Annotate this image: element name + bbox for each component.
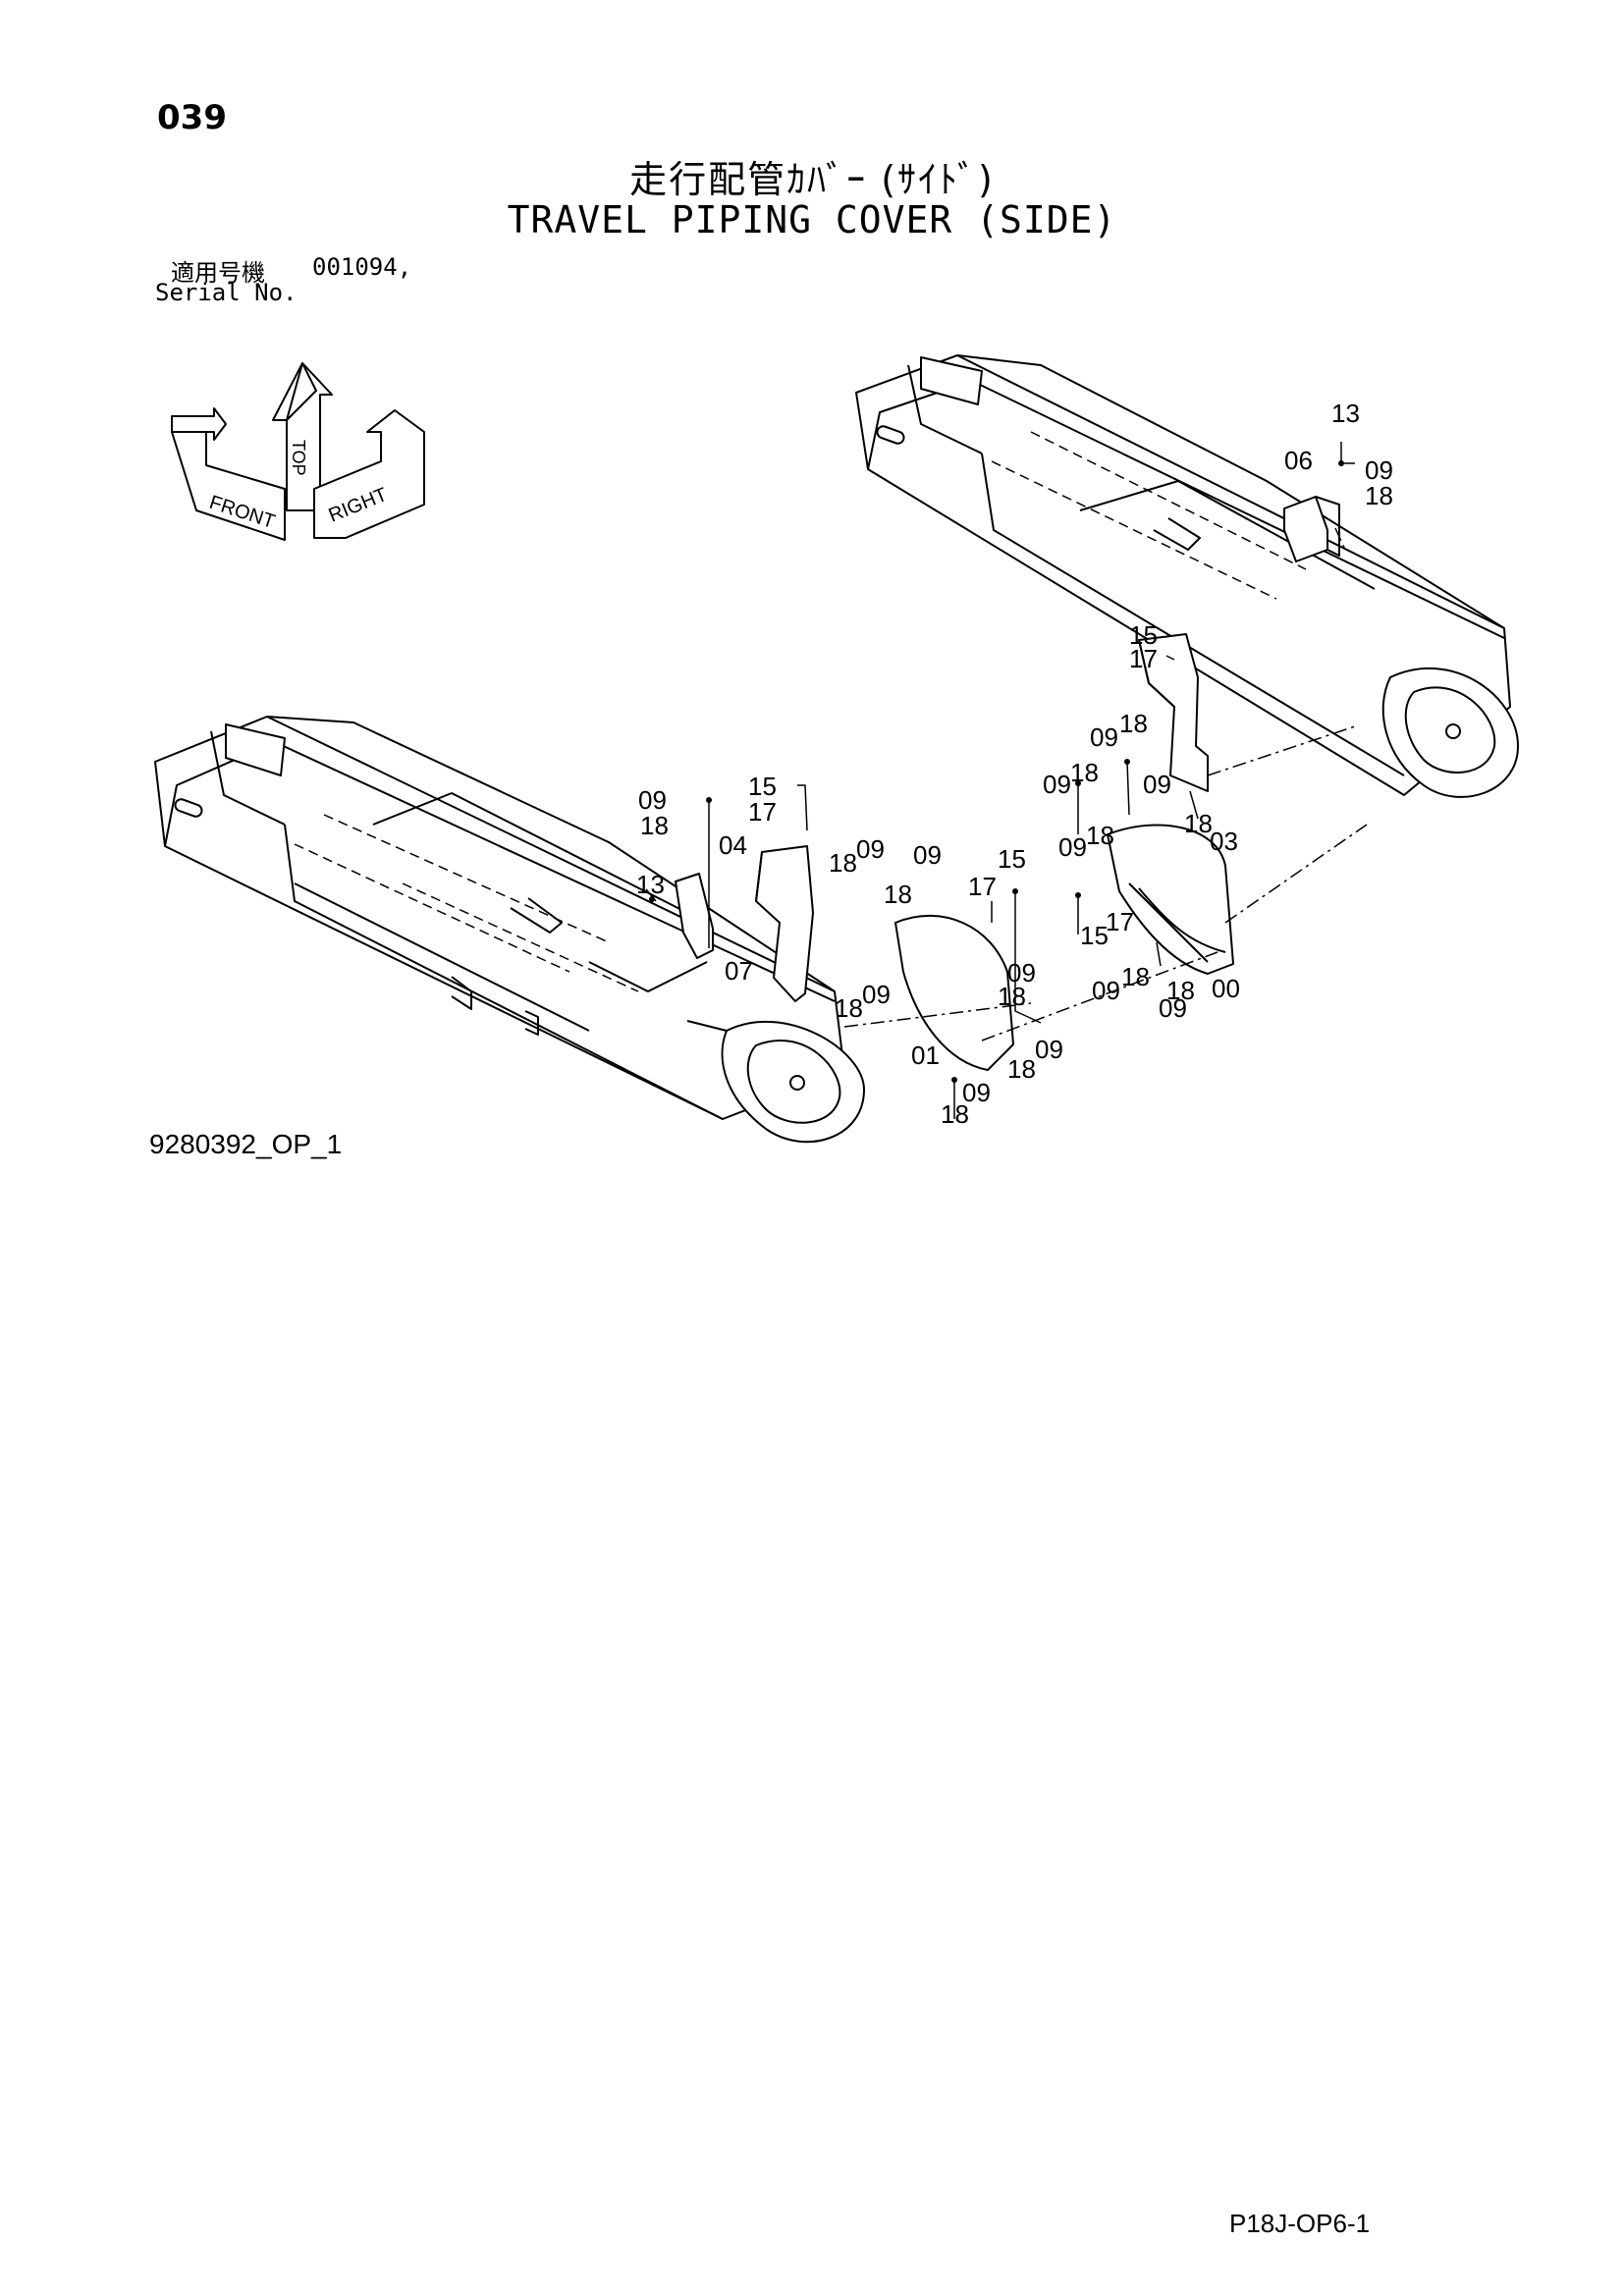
serial-label-japanese: 適用号機 <box>171 259 265 287</box>
part-01-cover <box>894 914 1014 1071</box>
page-title: TRAVEL PIPING COVER (SIDE) <box>507 198 1117 241</box>
callout-00: 00 <box>1212 974 1240 1003</box>
callout-09: 09 <box>1058 832 1087 862</box>
callout-18: 18 <box>829 848 857 878</box>
callout-17: 17 <box>1129 644 1158 673</box>
top-label: TOP <box>289 440 308 476</box>
page-title-japanese: 走行配管ｶﾊﾞｰ (ｻｲﾄﾞ) <box>629 158 995 201</box>
callout-09: 09 <box>1007 958 1036 988</box>
part-00-cover <box>1107 824 1234 975</box>
callout-09: 09 <box>1092 976 1120 1005</box>
callout-18: 18 <box>1166 976 1195 1005</box>
part-04-cover <box>755 845 814 1002</box>
callout-18: 18 <box>941 1099 969 1129</box>
page-code: P18J-OP6-1 <box>1229 2209 1371 2238</box>
callout-18: 18 <box>998 982 1026 1011</box>
callout-09: 09 <box>913 840 942 870</box>
callout-15: 15 <box>1129 620 1158 650</box>
callout-09: 09 <box>962 1078 991 1107</box>
callout-15: 15 <box>748 772 777 801</box>
part-callouts: 13 06 09 18 15 17 09 18 09 18 09 18 03 0… <box>636 399 1393 1129</box>
callout-17: 17 <box>1106 907 1134 936</box>
callout-04: 04 <box>719 830 747 860</box>
callout-09: 09 <box>1043 770 1071 799</box>
callout-13: 13 <box>1331 399 1360 428</box>
callout-18: 18 <box>1121 962 1150 991</box>
callout-15: 15 <box>998 844 1026 874</box>
callout-18: 18 <box>1119 709 1148 738</box>
callout-18: 18 <box>640 811 669 840</box>
callout-09: 09 <box>1090 722 1118 752</box>
callout-06: 06 <box>1284 446 1313 475</box>
callout-17: 17 <box>748 797 777 827</box>
page-number: 039 <box>157 98 227 137</box>
callout-09: 09 <box>856 834 885 864</box>
callout-18: 18 <box>1184 809 1213 838</box>
callout-09: 09 <box>638 785 667 815</box>
callout-18: 18 <box>884 880 912 909</box>
callout-09: 09 <box>1143 770 1171 799</box>
serial-value: 001094, <box>312 253 412 281</box>
part-07-bracket <box>675 873 714 959</box>
orientation-icon: FRONT RIGHT TOP <box>171 362 425 541</box>
callout-13: 13 <box>636 870 665 899</box>
callout-18: 18 <box>1086 821 1114 850</box>
right-track-frame <box>855 354 1519 798</box>
callout-09: 09 <box>1159 993 1187 1023</box>
callout-17: 17 <box>968 872 997 901</box>
callout-01: 01 <box>911 1041 940 1070</box>
callout-18: 18 <box>1365 481 1393 510</box>
callout-07: 07 <box>725 956 753 986</box>
callout-18: 18 <box>1007 1054 1036 1084</box>
left-track-frame <box>154 716 865 1144</box>
callout-18: 18 <box>1070 758 1099 787</box>
callout-09: 09 <box>862 980 891 1009</box>
serial-label: Serial No. <box>155 279 298 306</box>
callout-03: 03 <box>1210 827 1238 856</box>
callout-15: 15 <box>1080 921 1109 950</box>
drawing-id: 9280392_OP_1 <box>149 1129 343 1159</box>
callout-18: 18 <box>835 993 863 1023</box>
callout-09: 09 <box>1365 455 1393 485</box>
callout-09: 09 <box>1035 1035 1063 1064</box>
